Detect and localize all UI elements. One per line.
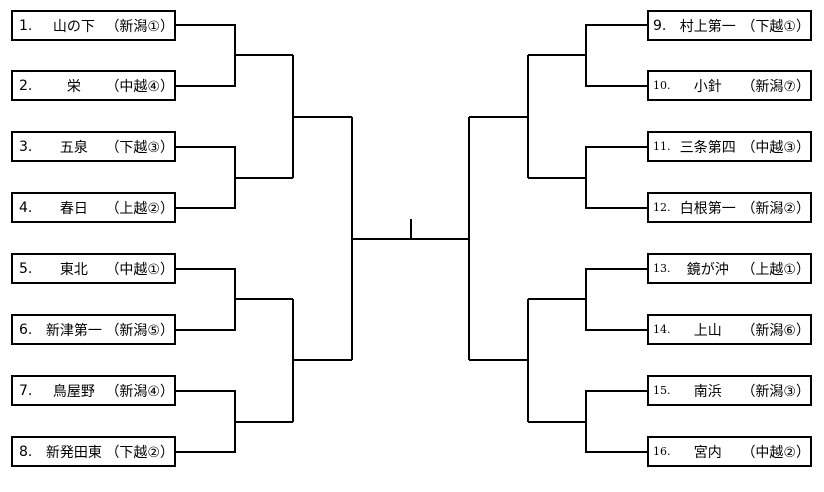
team-box-14: 14. 上山 （新潟⑥）	[647, 314, 812, 345]
team-name: 新発田東	[45, 444, 102, 461]
team-seed: 2.	[19, 77, 33, 94]
right-r2-connector-2	[469, 299, 529, 422]
team-box-6: 6. 新津第一 （新潟⑤）	[11, 314, 176, 345]
team-box-12: 12. 白根第一 （新潟②）	[647, 192, 812, 223]
team-box-8: 8. 新発田東 （下越②）	[11, 436, 176, 467]
team-name: 新津第一	[45, 322, 102, 339]
team-box-3: 3. 五泉 （下越③）	[11, 131, 176, 162]
team-seed: 15.	[653, 384, 671, 397]
left-r1-connector-4	[176, 390, 293, 453]
team-region: （中越②）	[741, 444, 810, 461]
left-r2-connector-2	[292, 299, 352, 422]
team-box-5: 5. 東北 （中越①）	[11, 253, 176, 284]
team-region: （中越①）	[105, 261, 174, 278]
team-seed: 4.	[19, 199, 33, 216]
team-seed: 3.	[19, 138, 33, 155]
right-r3-connector	[411, 117, 470, 360]
team-region: （中越④）	[105, 78, 174, 95]
team-seed: 10.	[653, 79, 671, 92]
team-name: 鏡が沖	[686, 261, 729, 278]
team-box-16: 16. 宮内 （中越②）	[647, 436, 812, 467]
team-box-7: 7. 鳥屋野 （新潟④）	[11, 375, 176, 406]
team-box-15: 15. 南浜 （新潟③）	[647, 375, 812, 406]
team-region: （上越②）	[105, 200, 174, 217]
team-name: 栄	[66, 78, 81, 95]
team-seed: 1.	[19, 17, 33, 34]
team-box-10: 10. 小針 （新潟⑦）	[647, 70, 812, 101]
team-region: （中越③）	[741, 139, 810, 156]
team-seed: 11.	[653, 140, 671, 153]
team-name: 三条第四	[679, 139, 736, 156]
team-region: （新潟⑦）	[741, 78, 810, 95]
team-region: （下越③）	[105, 139, 174, 156]
team-name: 鳥屋野	[52, 383, 95, 400]
left-r3-connector	[351, 117, 411, 360]
team-seed: 6.	[19, 321, 33, 338]
team-seed: 9.	[653, 17, 667, 34]
team-name: 白根第一	[679, 200, 736, 217]
team-region: （新潟⑤）	[105, 322, 174, 339]
team-name: 東北	[59, 261, 88, 278]
team-name: 上山	[693, 322, 722, 339]
left-r2-connector-1	[292, 55, 352, 178]
right-r1-connector-3	[528, 268, 647, 331]
right-r1-connector-4	[528, 390, 647, 453]
team-box-1: 1. 山の下 （新潟①）	[11, 10, 176, 41]
team-seed: 8.	[19, 443, 33, 460]
right-r2-connector-1	[469, 55, 529, 178]
team-name: 春日	[59, 200, 88, 217]
team-region: （新潟③）	[741, 383, 810, 400]
left-r1-connector-2	[176, 146, 293, 209]
team-box-2: 2. 栄 （中越④）	[11, 70, 176, 101]
team-box-4: 4. 春日 （上越②）	[11, 192, 176, 223]
team-region: （新潟⑥）	[741, 322, 810, 339]
team-name: 南浜	[693, 383, 722, 400]
right-r1-connector-1	[528, 24, 647, 87]
team-name: 山の下	[52, 18, 95, 35]
team-seed: 13.	[653, 262, 671, 275]
right-r1-connector-2	[528, 146, 647, 209]
team-region: （新潟④）	[105, 383, 174, 400]
team-name: 宮内	[693, 444, 722, 461]
team-region: （新潟②）	[741, 200, 810, 217]
team-name: 五泉	[59, 139, 88, 156]
team-box-11: 11. 三条第四 （中越③）	[647, 131, 812, 162]
team-box-9: 9. 村上第一 （下越①）	[647, 10, 812, 41]
left-r1-connector-3	[176, 268, 293, 331]
team-seed: 12.	[653, 201, 671, 214]
team-seed: 5.	[19, 260, 33, 277]
team-box-13: 13. 鏡が沖 （上越①）	[647, 253, 812, 284]
left-r1-connector-1	[176, 24, 293, 87]
team-region: （新潟①）	[105, 18, 174, 35]
team-name: 小針	[693, 78, 722, 95]
team-region: （下越①）	[741, 18, 810, 35]
team-seed: 7.	[19, 382, 33, 399]
team-region: （下越②）	[105, 444, 174, 461]
team-seed: 14.	[653, 323, 671, 336]
team-seed: 16.	[653, 445, 671, 458]
team-region: （上越①）	[741, 261, 810, 278]
team-name: 村上第一	[679, 18, 736, 35]
